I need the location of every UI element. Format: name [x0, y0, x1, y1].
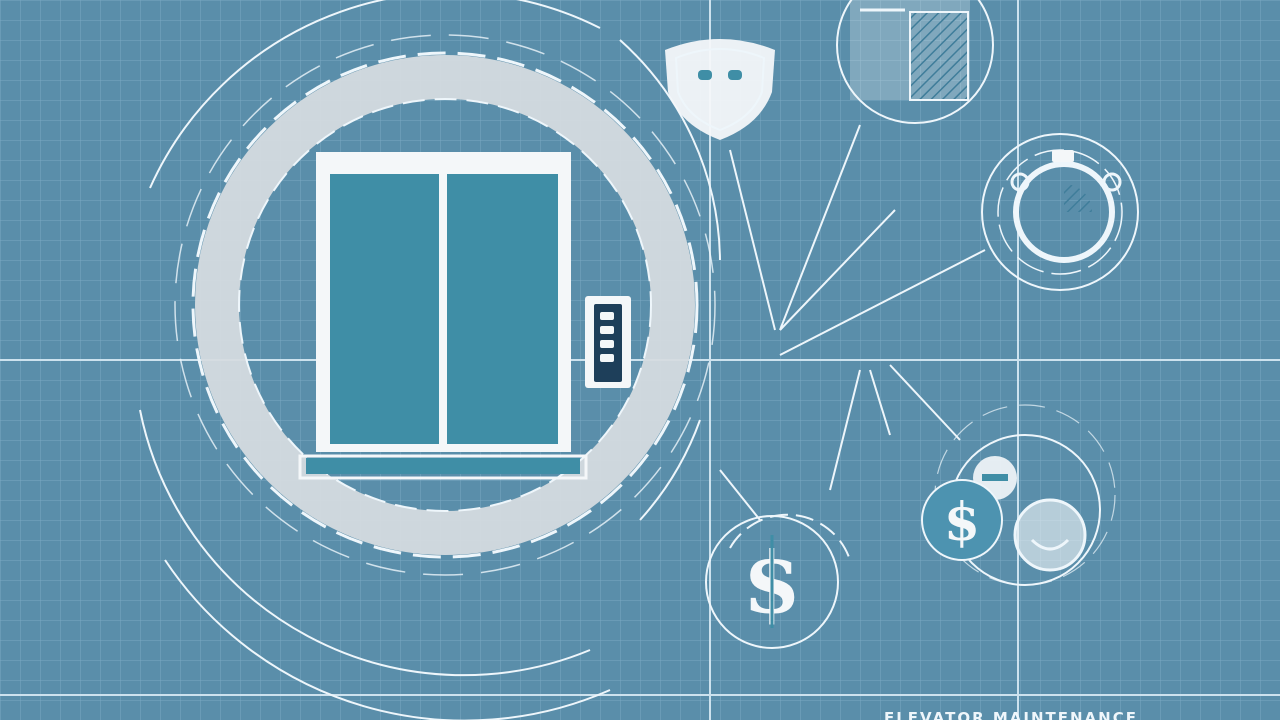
elevator-ring [174, 34, 716, 576]
clipboard-chart-icon [836, 0, 994, 124]
stopwatch-icon [981, 133, 1139, 291]
call-button-panel-icon [585, 296, 631, 388]
sketch-arcs [139, 0, 721, 720]
coins-stack-icon: $ [921, 404, 1116, 586]
elevator-doors-icon [298, 152, 588, 480]
dollar-coin-icon: $ [705, 513, 851, 649]
caption-text: ELEVATOR MAINTENANCE [884, 709, 1138, 720]
connector-lines [719, 124, 986, 521]
shield-icon [665, 39, 775, 140]
svg-text:$: $ [944, 492, 980, 553]
